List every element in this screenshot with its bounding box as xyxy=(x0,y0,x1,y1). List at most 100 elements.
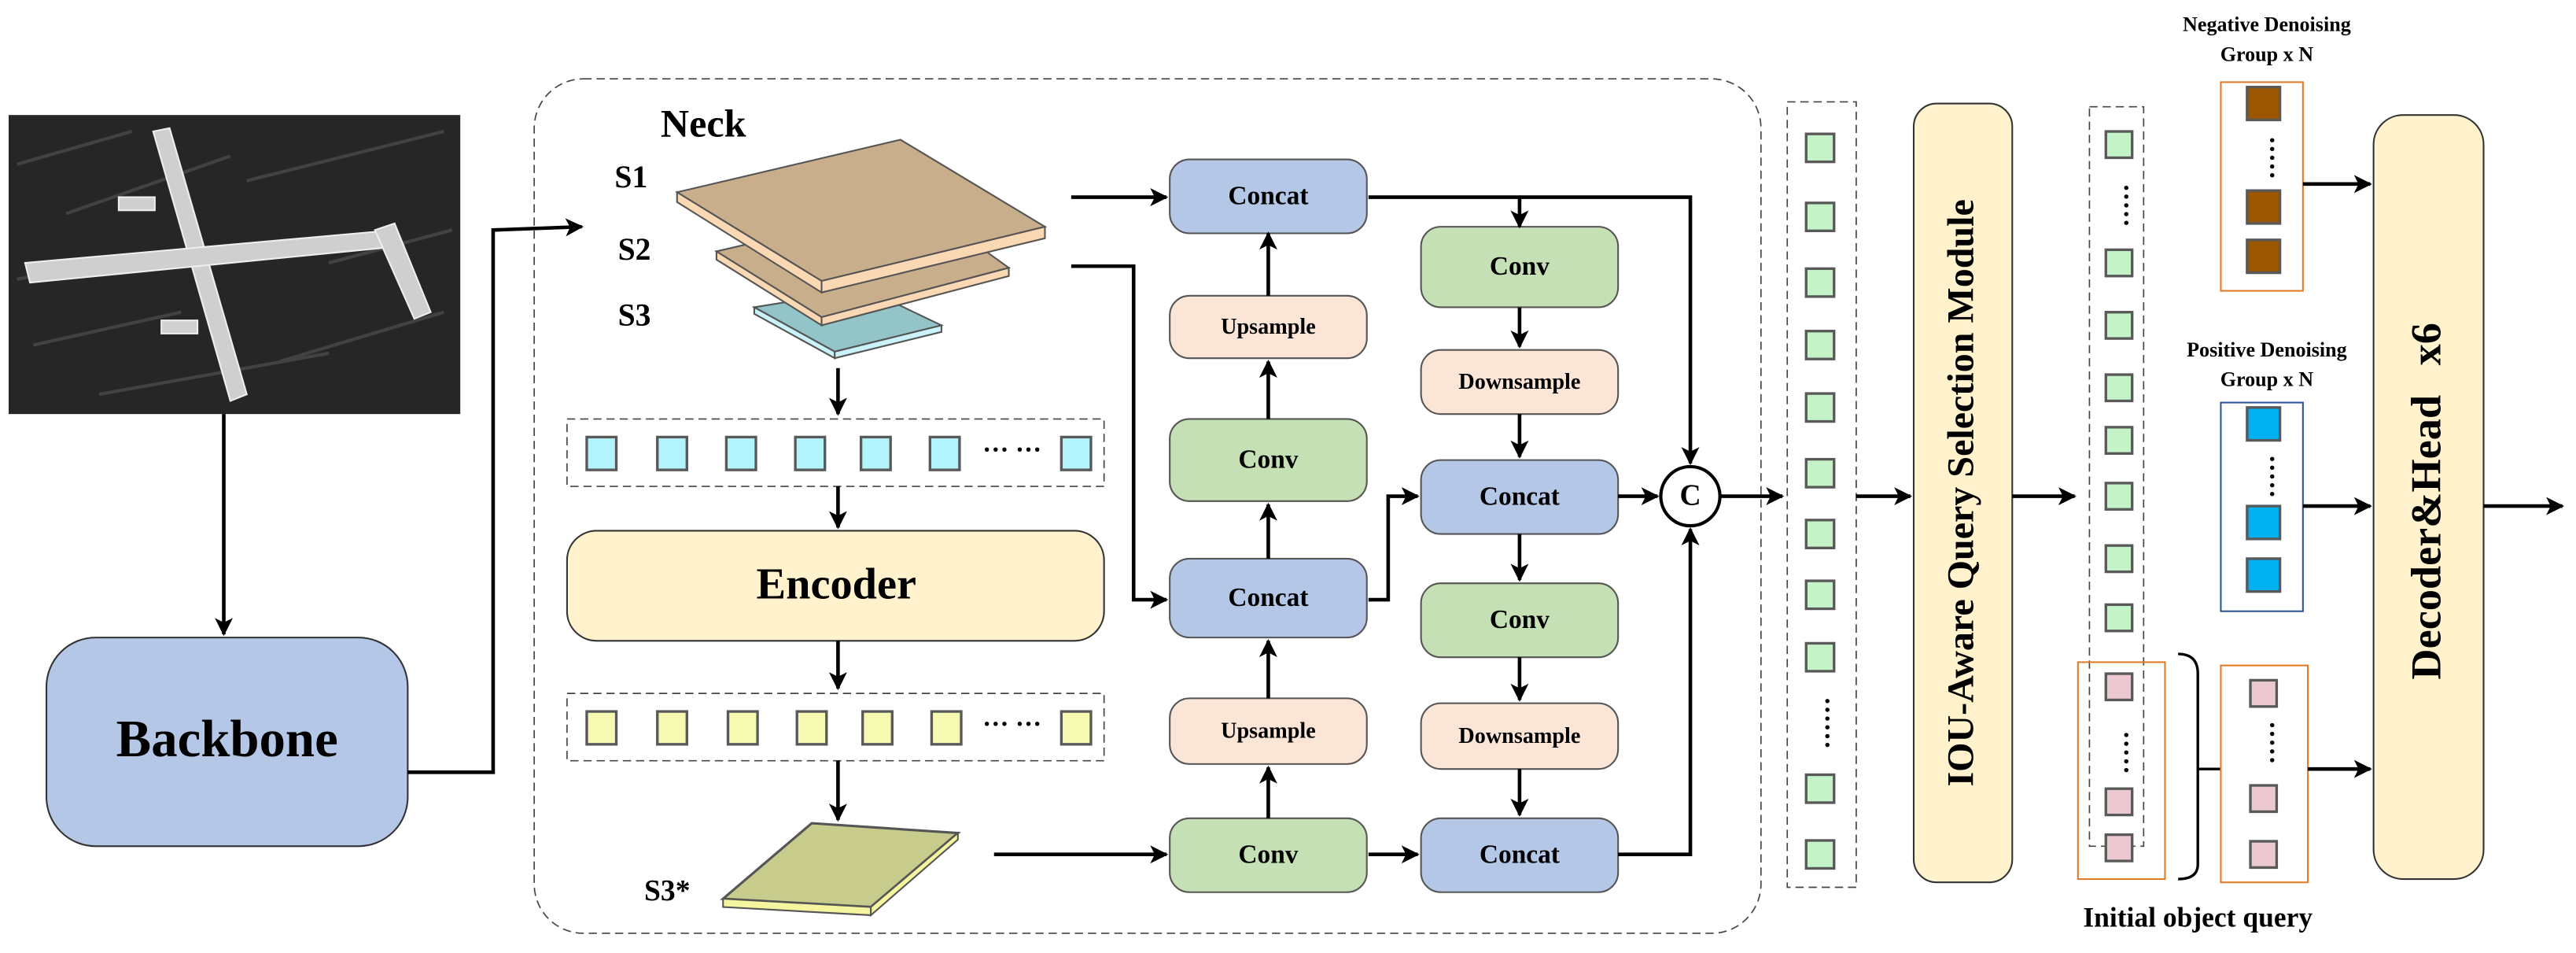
neck-container xyxy=(533,78,1762,934)
token xyxy=(724,435,757,471)
initial-query-highlight xyxy=(2077,661,2166,881)
token xyxy=(2246,406,2282,442)
concat-block: Concat xyxy=(1169,158,1368,235)
token xyxy=(2104,672,2134,702)
token xyxy=(2104,833,2134,863)
ellipsis: ··· ··· xyxy=(982,710,1041,739)
token xyxy=(2249,840,2279,870)
token xyxy=(2246,557,2282,593)
encoded-token-row: ··· ··· xyxy=(566,693,1105,762)
concat-to-conv-arrow xyxy=(1368,195,1529,229)
token xyxy=(2246,504,2282,541)
initial-query-label: Initial object query xyxy=(2083,901,2313,933)
token xyxy=(859,435,892,471)
token xyxy=(930,710,963,746)
downsample-label: Downsample xyxy=(1458,370,1580,394)
ellipsis: ····· xyxy=(2257,721,2287,765)
svg-text:Decoder&Headx6: Decoder&Headx6 xyxy=(2403,323,2450,680)
token xyxy=(1804,839,1836,870)
bracket xyxy=(2178,652,2199,881)
ellipsis: ······ xyxy=(1812,696,1841,749)
concat-label: Concat xyxy=(1480,840,1560,870)
conv-block: Conv xyxy=(1169,418,1368,502)
concat-label: Concat xyxy=(1228,181,1308,210)
token xyxy=(2246,189,2282,225)
token xyxy=(656,435,688,471)
bottom-to-concat-circle-arrow xyxy=(1618,527,1700,857)
ellipsis: ····· xyxy=(2257,455,2287,499)
encoder-label: Encoder xyxy=(757,560,917,608)
decoder-repeat: x6 xyxy=(2403,323,2450,365)
token xyxy=(1060,710,1093,746)
conv-block: Conv xyxy=(1420,582,1620,659)
iou-query-selection-block: IOU-Aware Query Selection Module xyxy=(1912,102,2014,884)
token xyxy=(2249,678,2279,708)
token xyxy=(656,710,688,746)
encoder-block: Encoder xyxy=(566,530,1105,642)
feature-plate-s3-star xyxy=(720,822,961,918)
conv-block: Conv xyxy=(1169,817,1368,893)
token xyxy=(1804,132,1836,164)
ellipsis: ····· xyxy=(2111,183,2140,227)
upsample-label: Upsample xyxy=(1221,719,1316,744)
input-aerial-image xyxy=(9,115,461,415)
backbone-to-neck-arrow xyxy=(407,218,584,774)
token xyxy=(794,435,827,471)
concat-symbol: C xyxy=(1679,479,1701,512)
token xyxy=(1804,201,1836,233)
negative-group-subtitle: Group x N xyxy=(2220,42,2314,65)
token xyxy=(2104,787,2134,817)
token xyxy=(1804,641,1836,673)
concat-block: Concat xyxy=(1420,459,1620,535)
token xyxy=(1804,330,1836,360)
upsample-block: Upsample xyxy=(1169,697,1368,765)
negative-denoising-group: ····· xyxy=(2220,81,2304,292)
positive-group-title: Positive Denoising xyxy=(2187,338,2347,361)
token xyxy=(1804,519,1836,549)
ellipsis: ····· xyxy=(2257,136,2287,180)
top-to-concat-circle-arrow xyxy=(1519,195,1700,466)
token xyxy=(2104,426,2134,455)
conv-block: Conv xyxy=(1420,226,1620,308)
token xyxy=(2104,311,2134,340)
token xyxy=(1804,579,1836,611)
concat-circle: C xyxy=(1659,464,1722,528)
token xyxy=(2104,544,2134,574)
token xyxy=(861,710,894,746)
feature-plate-s1 xyxy=(675,139,1048,294)
decoder-head-block: Decoder&Headx6 xyxy=(2372,114,2485,881)
ellipsis: ··· ··· xyxy=(982,436,1041,465)
token xyxy=(1804,267,1836,298)
token xyxy=(2104,482,2134,511)
query-selection-label: IOU-Aware Query Selection Module xyxy=(1940,199,1982,786)
s2-to-concat-arrow xyxy=(1071,264,1169,609)
downsample-block: Downsample xyxy=(1420,702,1620,770)
concat-label: Concat xyxy=(1480,482,1560,511)
downsample-label: Downsample xyxy=(1458,724,1580,748)
ellipsis: ····· xyxy=(2111,730,2140,774)
token xyxy=(2104,373,2134,403)
downsample-block: Downsample xyxy=(1420,349,1620,416)
token xyxy=(585,435,618,471)
token xyxy=(2104,603,2134,633)
selected-query-column: ····· ····· xyxy=(2077,105,2166,881)
concat-to-concat-arrow xyxy=(1368,487,1420,602)
airplane-shape xyxy=(24,127,432,402)
upsample-block: Upsample xyxy=(1169,294,1368,360)
s2-label: S2 xyxy=(618,232,651,267)
backbone-block: Backbone xyxy=(45,637,409,848)
token xyxy=(928,435,961,471)
initial-object-query-group: ····· xyxy=(2220,664,2309,884)
token xyxy=(1060,435,1093,471)
concat-block: Concat xyxy=(1169,557,1368,639)
token xyxy=(1804,392,1836,423)
fused-token-column: ······ xyxy=(1786,101,1857,888)
backbone-label: Backbone xyxy=(116,710,338,768)
conv-label: Conv xyxy=(1238,445,1298,474)
conv-label: Conv xyxy=(1238,840,1298,870)
token xyxy=(2246,238,2282,275)
s3-star-label: S3* xyxy=(644,875,690,907)
conv-label: Conv xyxy=(1490,605,1550,634)
positive-denoising-group: ····· xyxy=(2220,401,2304,612)
